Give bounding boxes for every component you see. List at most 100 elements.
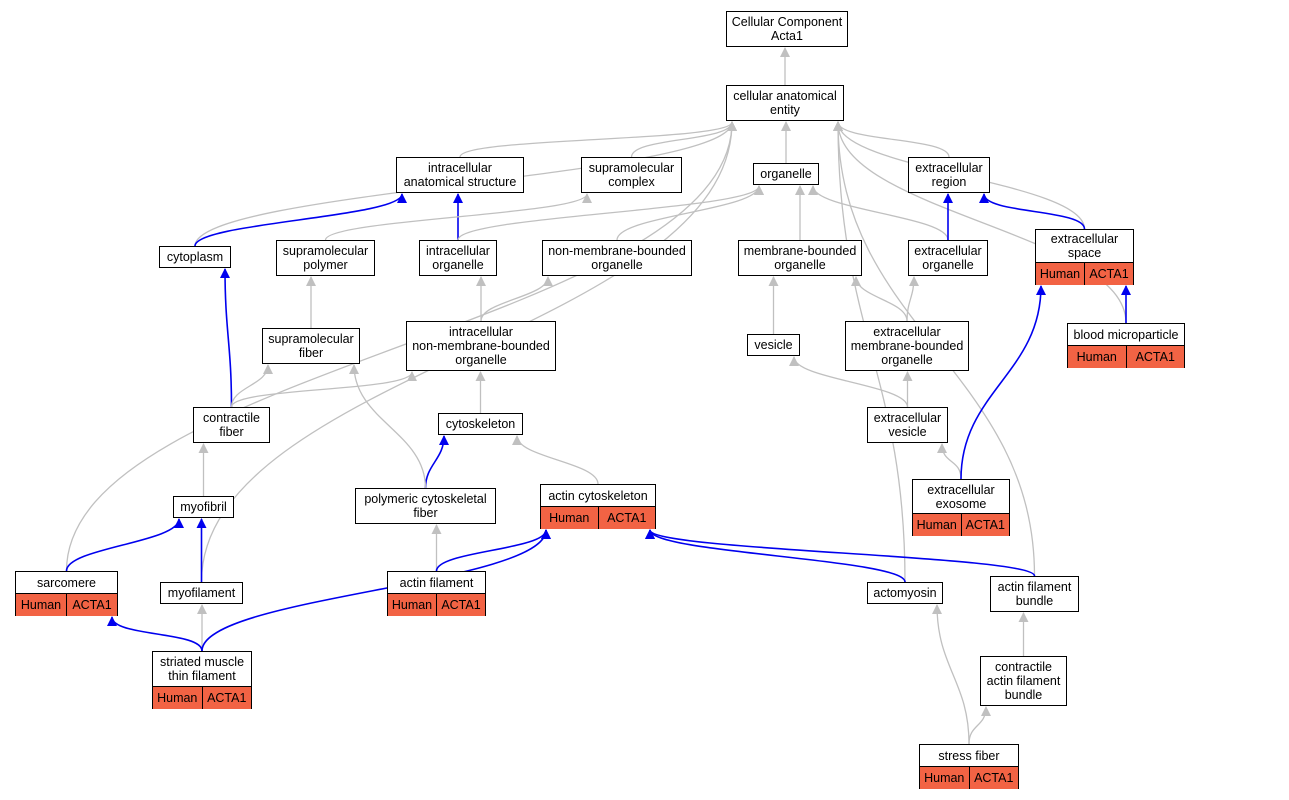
term-label: polymeric cytoskeletal fiber — [364, 492, 487, 520]
term-node-smf[interactable]: supramolecular fiber — [262, 328, 360, 364]
edge-exso-to-exv — [937, 443, 962, 480]
term-node-cae[interactable]: cellular anatomical entity — [726, 85, 844, 121]
term-label: myofilament — [167, 586, 236, 600]
term-label: organelle — [760, 167, 812, 181]
term-node-myofil[interactable]: myofilament — [160, 582, 243, 604]
term-label: stress fiber — [938, 748, 1000, 763]
edge-inmbo-to-nmbo — [480, 276, 553, 322]
species-cell: Human — [20, 598, 62, 612]
gene-cell: ACTA1 — [201, 687, 252, 709]
term-node-smp[interactable]: supramolecular polymer — [276, 240, 375, 276]
term-node-csk[interactable]: cytoskeleton — [438, 413, 523, 435]
edge-exs-to-exr — [979, 193, 1086, 230]
species-cell: Human — [916, 518, 957, 532]
term-node-pcf[interactable]: polymeric cytoskeletal fiber — [355, 488, 496, 524]
term-label: extracellular organelle — [914, 244, 982, 272]
gene-cell: ACTA1 — [960, 514, 1010, 536]
edge-bmp-to-cae — [833, 121, 1127, 324]
term-label: extracellular space — [1050, 232, 1119, 260]
term-label: actin filament — [399, 575, 474, 590]
term-label: supramolecular polymer — [282, 244, 369, 272]
edge-exr-to-cae — [833, 121, 950, 158]
species-cell: Human — [391, 598, 433, 612]
term-node-afb[interactable]: actin filament bundle — [990, 576, 1079, 612]
edge-sf-to-cafb — [968, 706, 991, 745]
term-label: myofibril — [180, 500, 227, 514]
edge-exmbo-to-exo — [906, 276, 919, 322]
term-node-actomyo[interactable]: actomyosin — [867, 582, 943, 604]
edge-cf-to-smf — [230, 364, 273, 408]
gene-cell: ACTA1 — [1084, 263, 1133, 285]
term-node-iorg[interactable]: intracellular organelle — [419, 240, 497, 276]
term-label: cellular anatomical entity — [733, 89, 837, 117]
edge-acsk-to-csk — [512, 435, 599, 485]
term-node-exmbo[interactable]: extracellular membrane-bounded organelle — [845, 321, 969, 371]
gene-cell: ACTA1 — [436, 594, 485, 616]
edge-cf-to-inmbo — [230, 371, 417, 408]
term-node-org[interactable]: organelle — [753, 163, 819, 185]
term-label: membrane-bounded organelle — [743, 244, 857, 272]
term-label: extracellular vesicle — [873, 411, 942, 439]
term-label: actin filament bundle — [997, 580, 1072, 608]
term-node-exr[interactable]: extracellular region — [908, 157, 990, 193]
term-node-exv[interactable]: extracellular vesicle — [867, 407, 948, 443]
edge-smp-to-smc — [324, 193, 592, 241]
term-node-smc[interactable]: supramolecular complex — [581, 157, 682, 193]
term-label: cytoskeleton — [445, 417, 516, 431]
term-label: sarcomere — [36, 575, 97, 590]
term-node-exo[interactable]: extracellular organelle — [908, 240, 988, 276]
term-node-ves[interactable]: vesicle — [747, 334, 800, 356]
term-label: intracellular anatomical structure — [403, 161, 517, 189]
gene-cell: ACTA1 — [968, 767, 1019, 789]
term-label: blood microparticle — [1073, 327, 1179, 342]
edge-pcf-to-csk — [424, 435, 449, 489]
term-label: cytoplasm — [166, 250, 224, 264]
term-label: non-membrane-bounded organelle — [548, 244, 686, 272]
term-node-ias[interactable]: intracellular anatomical structure — [396, 157, 524, 193]
gene-cell: ACTA1 — [1125, 346, 1185, 368]
gene-cell: ACTA1 — [597, 507, 656, 529]
term-node-cyto[interactable]: cytoplasm — [159, 246, 231, 268]
term-label: actomyosin — [873, 586, 937, 600]
term-node-nmbo[interactable]: non-membrane-bounded organelle — [542, 240, 692, 276]
edge-sf-to-actomyo — [932, 604, 970, 745]
edge-sarc-to-cae — [65, 121, 737, 572]
term-label: intracellular organelle — [426, 244, 490, 272]
term-label: extracellular membrane-bounded organelle — [850, 325, 964, 367]
edge-sarc-to-myof — [65, 518, 184, 572]
edge-afb-to-acsk — [645, 529, 1036, 577]
term-label: vesicle — [754, 338, 793, 352]
term-label: actin cytoskeleton — [548, 488, 648, 503]
term-node-mbo[interactable]: membrane-bounded organelle — [738, 240, 862, 276]
edge-ias-to-cae — [459, 121, 737, 158]
term-node-root[interactable]: Cellular Component Acta1 — [726, 11, 848, 47]
term-label: extracellular region — [915, 161, 983, 189]
term-node-myof[interactable]: myofibril — [173, 496, 234, 518]
edge-cf-to-cyto — [220, 268, 233, 408]
term-node-inmbo[interactable]: intracellular non-membrane-bounded organ… — [406, 321, 556, 371]
term-node-cafb[interactable]: contractile actin filament bundle — [980, 656, 1067, 706]
term-label: intracellular non-membrane-bounded organ… — [412, 325, 550, 367]
edge-smc-to-cae — [630, 121, 737, 158]
species-cell: Human — [924, 771, 965, 785]
edge-exo-to-org — [808, 185, 949, 241]
edge-iorg-to-org — [457, 185, 764, 241]
term-node-cf[interactable]: contractile fiber — [193, 407, 270, 443]
gene-cell: ACTA1 — [66, 594, 117, 616]
edge-smtf-to-sarc — [107, 616, 203, 652]
